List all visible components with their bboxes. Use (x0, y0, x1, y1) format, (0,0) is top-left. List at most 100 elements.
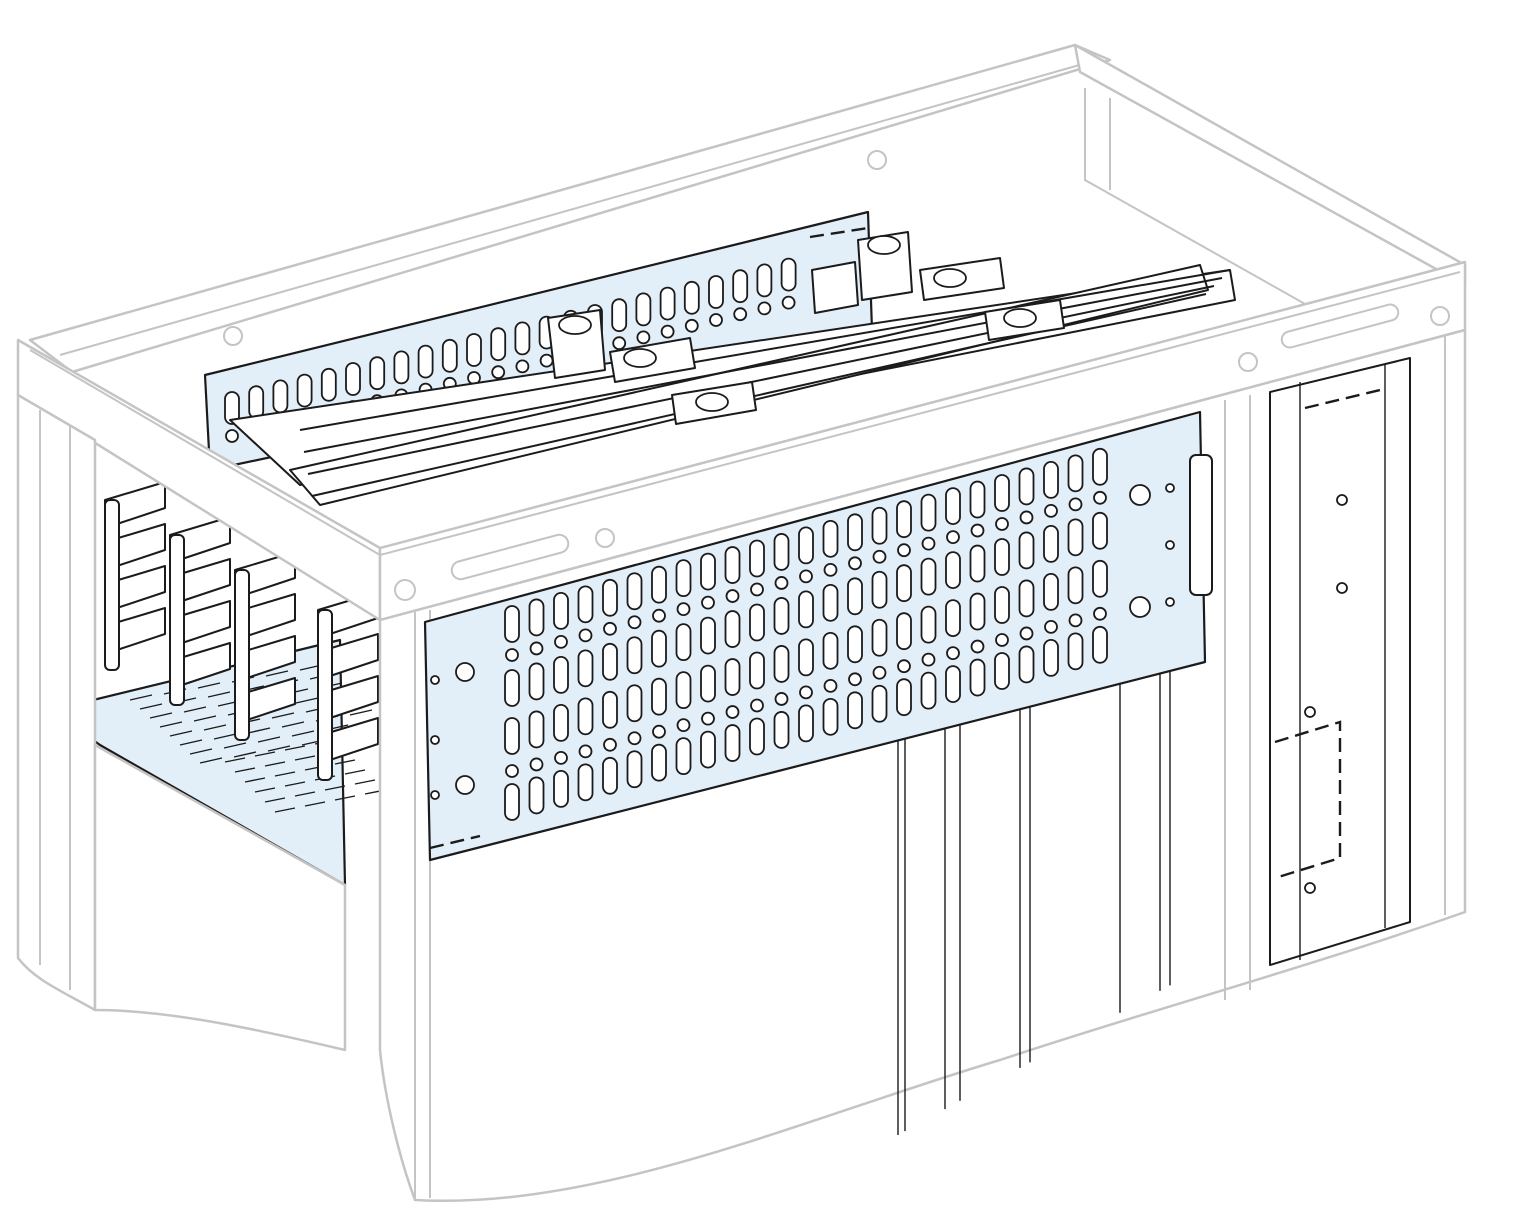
front-slot (553, 592, 569, 630)
front-slot (945, 487, 961, 526)
front-slot (994, 538, 1010, 576)
front-slot (1067, 566, 1084, 605)
frame-top-front (16, 150, 1467, 622)
front-slot-hole (1044, 620, 1058, 634)
floor-slot (233, 751, 257, 758)
front-slot-hole (848, 672, 862, 687)
rear-slot (659, 286, 676, 321)
front-slot (920, 557, 937, 596)
front-slot (724, 724, 741, 762)
front-slot (773, 645, 790, 683)
front-slot (1092, 559, 1108, 598)
front-slot (798, 590, 814, 629)
front-slot (626, 684, 643, 723)
front-slot (896, 612, 912, 651)
floor-slot (189, 748, 213, 755)
front-slot (969, 480, 986, 519)
rear-slot (248, 385, 265, 420)
floor-slot (324, 785, 346, 791)
front-slot (969, 592, 986, 631)
rear-slot-hole (491, 365, 506, 380)
rear-slot (369, 356, 386, 391)
front-slot (994, 474, 1010, 512)
busbar-support-2 (857, 231, 1065, 341)
front-slot (724, 658, 741, 696)
front-slot (945, 551, 961, 589)
floor-slot (247, 727, 271, 734)
floor-slot (267, 745, 291, 752)
front-slot (700, 664, 716, 703)
floor-slot (304, 801, 326, 807)
rear-slot (635, 292, 652, 327)
front-slot-hole (970, 639, 985, 654)
front-slot (1043, 573, 1059, 611)
front-slot (577, 649, 594, 688)
busbar-support-1 (547, 309, 757, 425)
floor-slot (294, 791, 316, 797)
rear-slot (708, 275, 724, 309)
rear-slot-hole (757, 301, 772, 316)
rear-slot (756, 263, 773, 298)
front-slot (798, 526, 814, 565)
front-slot-hole (897, 659, 911, 674)
front-slot (504, 717, 520, 755)
rear-slot (683, 280, 700, 315)
rear-slot (490, 327, 507, 362)
front-slot (896, 564, 912, 603)
front-slot-hole (799, 569, 813, 584)
front-slot-hole (652, 724, 666, 739)
front-slot (896, 500, 912, 539)
floor-slot (179, 739, 203, 746)
front-panel-slots (504, 447, 1108, 821)
front-slot (773, 597, 790, 635)
front-slot (920, 671, 937, 710)
floor-slot (224, 757, 246, 763)
front-slot (822, 583, 839, 622)
front-slot-hole (946, 646, 960, 660)
floor-slot (264, 797, 286, 803)
front-slot (969, 658, 986, 697)
front-slot (871, 684, 888, 723)
frame-top-back (28, 43, 1467, 381)
front-slot-hole (701, 595, 715, 610)
front-slot-hole (1093, 606, 1107, 621)
floor-slot (295, 697, 319, 704)
floor-slot (129, 694, 153, 701)
front-slot-hole (603, 737, 617, 752)
front-slot (945, 599, 961, 637)
front-slot-hole (872, 665, 887, 680)
front-slot (969, 544, 986, 583)
rear-slot-hole (709, 313, 723, 327)
floor-slot (203, 724, 227, 731)
busbar-clamp (169, 534, 185, 706)
front-slot-hole (578, 628, 593, 643)
front-slot (773, 711, 790, 749)
front-slot (675, 623, 692, 662)
front-slot-hole (946, 530, 960, 544)
rear-slot (345, 362, 361, 396)
front-slot (675, 559, 692, 598)
front-slot-hole (848, 556, 862, 571)
front-slot (577, 697, 594, 736)
front-slot-hole (1044, 503, 1058, 518)
rear-slot (296, 373, 313, 408)
front-slot-hole (1019, 510, 1034, 525)
front-slot-hole (823, 562, 838, 577)
front-slot (847, 513, 863, 552)
front-slot (994, 586, 1010, 624)
front-slot (1018, 467, 1035, 506)
front-slot-hole (652, 608, 666, 623)
front-slot (1018, 531, 1035, 570)
front-slot (577, 585, 594, 624)
front-slot-hole (823, 678, 838, 693)
front-slot-hole (750, 582, 764, 597)
front-slot-hole (1093, 490, 1107, 505)
frame-left-side (16, 393, 347, 1052)
floor-slot (349, 709, 373, 716)
front-slot-hole (578, 744, 593, 759)
front-slot (1067, 518, 1084, 557)
rear-slot (732, 269, 749, 304)
front-slot (798, 638, 814, 677)
front-slot-hole (529, 641, 544, 656)
